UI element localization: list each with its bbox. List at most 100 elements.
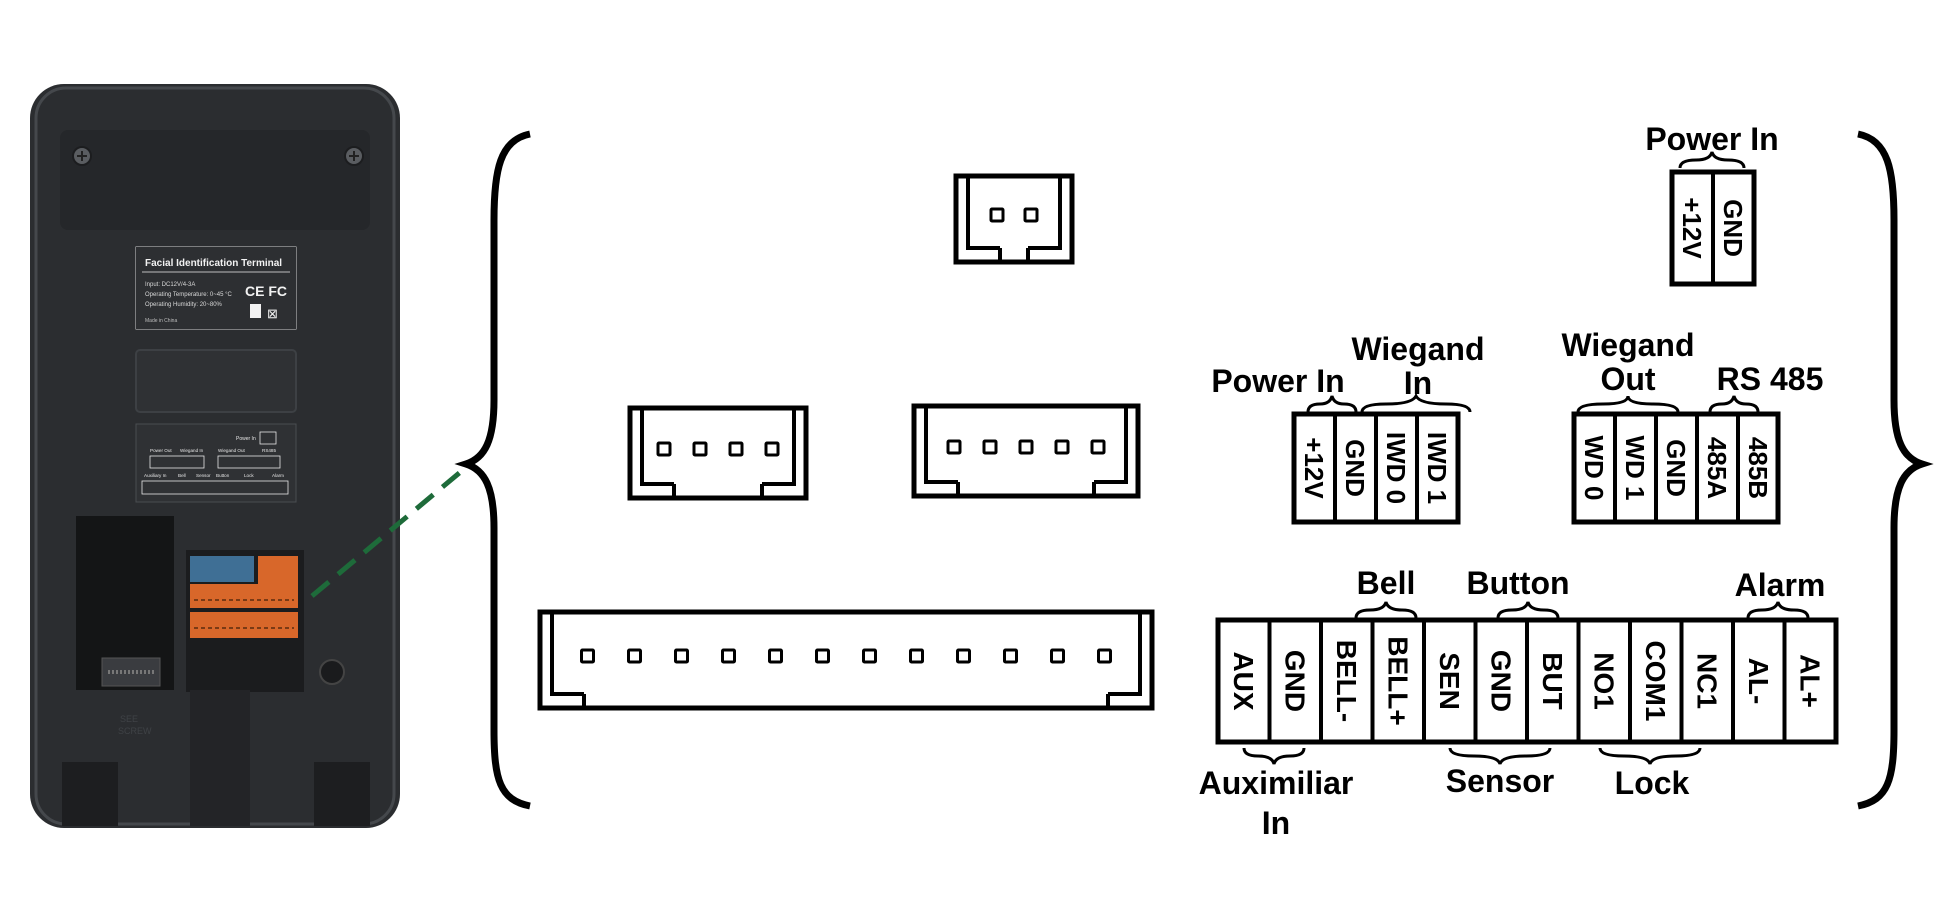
pw-pin-4: IWD 1 (1422, 432, 1452, 504)
device-back-view: Facial Identification Terminal Input: DC… (30, 84, 400, 828)
button-label: Button (1466, 565, 1569, 601)
sensor-label: Sensor (1446, 763, 1554, 799)
label-marks: CE FC (245, 283, 287, 299)
connector-pin (989, 207, 1005, 223)
alarm-brace (1746, 601, 1810, 619)
label-title: Facial Identification Terminal (145, 258, 282, 269)
bottom-cutout-mid (190, 690, 250, 826)
label-line3: Operating Humidity: 20~80% (145, 302, 223, 308)
bottom-cutout-left (62, 762, 118, 826)
sensor-brace (1448, 747, 1552, 765)
bell-label: Bell (1357, 565, 1416, 601)
io-strip-dividers (1267, 620, 1787, 742)
lock-brace (1598, 747, 1702, 765)
rj45-port (101, 657, 161, 687)
connector-2-pin (953, 173, 1075, 265)
bottom-cutout-right (314, 762, 370, 826)
power-in-top-pin-1: +12V (1677, 197, 1707, 259)
pw-pin-3: IWD 0 (1381, 432, 1411, 504)
io-pin-label: BELL- (1331, 640, 1362, 722)
connector-12-pin (537, 609, 1155, 711)
wo-pin-1: WD 0 (1579, 436, 1609, 501)
connector-pin (764, 441, 780, 457)
connector-pin (909, 648, 924, 664)
connector-pin (1090, 439, 1106, 455)
power-in-top-pin-2: GND (1718, 199, 1748, 257)
mini-row2-b: Bell (178, 473, 186, 478)
wo-pin-3: GND (1661, 439, 1691, 497)
rs485-label: RS 485 (1717, 361, 1824, 397)
power-in-top-brace (1678, 151, 1746, 169)
connector-pin (1018, 439, 1034, 455)
leader-line (310, 462, 472, 598)
connector-pin (656, 441, 672, 457)
wiegand-in-label-1: Wiegand (1351, 331, 1484, 367)
power-in-brace (1306, 395, 1358, 413)
connector-pin (862, 648, 877, 664)
wo-pin-2: WD 1 (1620, 436, 1650, 501)
io-pin-label: GND (1485, 650, 1516, 712)
connector-pin (815, 648, 830, 664)
io-pin-label: AL- (1743, 658, 1774, 705)
connector-pin (674, 648, 689, 664)
wiegand-in-label-2: In (1404, 365, 1432, 401)
qr-icon (250, 304, 261, 318)
wiegand-out-label-2: Out (1600, 361, 1655, 397)
device-label-sticker: Facial Identification Terminal Input: DC… (135, 246, 297, 330)
mini-row1-c: Wiegand Out (218, 448, 246, 453)
connector-4-pin (627, 405, 809, 501)
wiegand-out-label-1: Wiegand (1561, 327, 1694, 363)
connector-pin (1003, 648, 1018, 664)
lock-label: Lock (1615, 765, 1690, 801)
aux-in-label-1: Auximiliar (1199, 765, 1354, 801)
mini-row1-d: RS485 (262, 448, 276, 453)
connector-pin (1097, 648, 1112, 664)
connector-pin (1023, 207, 1039, 223)
wo-pin-4: 485A (1702, 437, 1732, 499)
button-brace (1496, 601, 1560, 619)
connector-pin (768, 648, 783, 664)
pinout-wiegand-out-rs485: Wiegand Out RS 485 WD 0 WD 1 GND 485A 48… (1561, 327, 1824, 525)
io-pin-label: NO1 (1588, 652, 1619, 710)
alarm-label: Alarm (1735, 567, 1826, 603)
bell-brace (1354, 601, 1418, 619)
power-in-top-label: Power In (1645, 121, 1778, 157)
mini-row2-e: Lock (244, 473, 254, 478)
connector-pin (956, 648, 971, 664)
io-pin-label: AL+ (1794, 654, 1825, 708)
connector-pin (1050, 648, 1065, 664)
pinout-power-in-top: Power In +12V GND (1645, 121, 1779, 287)
connector-pin (627, 648, 642, 664)
connector-pin (1054, 439, 1070, 455)
wiegand-in-brace (1360, 392, 1472, 413)
aux-in-label-2: In (1262, 805, 1290, 841)
connector-pin (946, 439, 962, 455)
rs485-brace (1708, 395, 1760, 413)
mini-row2-d: Button (216, 473, 230, 478)
mini-row2-f: Alarm (272, 473, 284, 478)
mini-row1-a: Power Out (150, 448, 172, 453)
wiegand-out-brace (1576, 395, 1680, 413)
device-mini-panel: Power In Power Out Wiegand In Wiegand Ou… (135, 423, 297, 503)
left-curly-brace (454, 130, 531, 810)
connector-5-pin (911, 403, 1141, 499)
aux-in-brace (1242, 747, 1306, 765)
connector-pin (692, 441, 708, 457)
connector-pin (982, 439, 998, 455)
pw-pin-2: GND (1340, 439, 1370, 497)
io-pin-label: BELL+ (1382, 636, 1413, 725)
bottom-text-1: SEE (120, 714, 138, 724)
io-pin-label: BUT (1537, 652, 1568, 710)
terminal-blocks (190, 556, 298, 638)
pinout-power-wiegand-in: Power In Wiegand In +12V GND IWD 0 IWD 1 (1211, 331, 1485, 525)
power-in-label: Power In (1211, 363, 1344, 399)
mini-row1-b: Wiegand In (180, 448, 204, 453)
io-pin-label: SEN (1434, 652, 1465, 710)
weee-bin-icon: ⊠ (267, 306, 278, 321)
connector-pin (580, 648, 595, 664)
label-line1: Input: DC12V/4-3A (145, 282, 195, 288)
device-middle-recess (135, 349, 297, 413)
connector-pin (728, 441, 744, 457)
io-pin-label: NC1 (1691, 653, 1722, 709)
